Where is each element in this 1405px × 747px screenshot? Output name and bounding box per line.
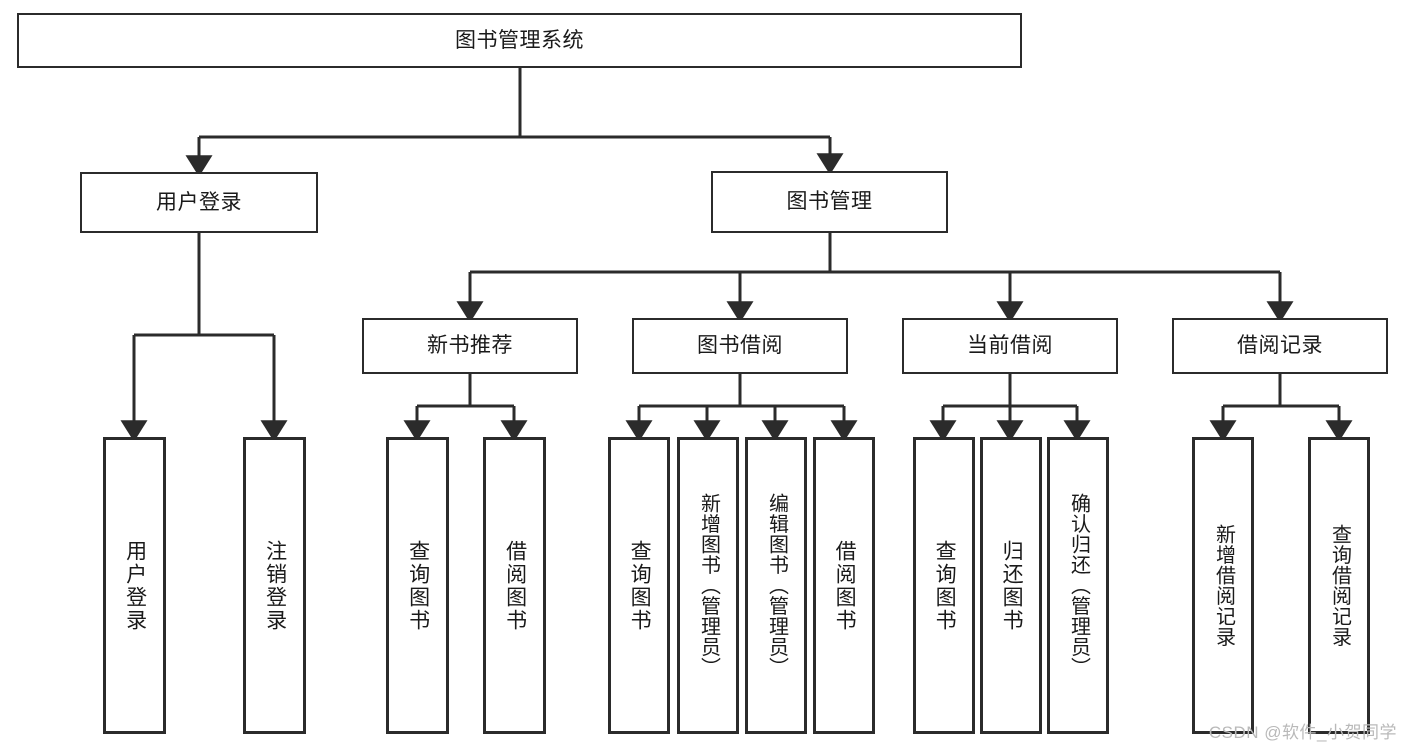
node-new-book-recommend-label: 新书推荐 <box>427 334 513 358</box>
node-root-label: 图书管理系统 <box>455 28 584 52</box>
node-book-manage-label: 图书管理 <box>786 190 873 214</box>
node-leaf-confirm-return-label: 确认归还（管理员） <box>1067 493 1090 678</box>
node-book-borrow[interactable]: 图书借阅 <box>632 318 848 374</box>
node-user-login-label: 用户登录 <box>156 190 242 214</box>
node-leaf-add-book-label: 新增图书（管理员） <box>697 493 720 678</box>
node-leaf-query-record-label: 查询借阅记录 <box>1328 524 1351 647</box>
node-leaf-borrow-book-1-label: 借阅图书 <box>503 539 527 632</box>
node-leaf-edit-book-label: 编辑图书（管理员） <box>765 493 788 678</box>
node-leaf-query-book-1[interactable]: 查询图书 <box>386 437 449 734</box>
node-leaf-borrow-book-2-label: 借阅图书 <box>833 539 857 632</box>
node-leaf-query-record[interactable]: 查询借阅记录 <box>1308 437 1370 734</box>
node-leaf-edit-book[interactable]: 编辑图书（管理员） <box>745 437 807 734</box>
csdn-watermark: CSDN @软件_小贺同学 <box>1208 723 1397 742</box>
node-leaf-query-book-3-label: 查询图书 <box>933 539 957 632</box>
node-new-book-recommend[interactable]: 新书推荐 <box>362 318 578 374</box>
node-borrow-record-label: 借阅记录 <box>1237 334 1323 358</box>
node-user-login[interactable]: 用户登录 <box>80 172 318 233</box>
node-leaf-confirm-return[interactable]: 确认归还（管理员） <box>1047 437 1109 734</box>
node-leaf-return-book[interactable]: 归还图书 <box>980 437 1042 734</box>
node-leaf-add-record-label: 新增借阅记录 <box>1212 524 1235 647</box>
node-current-borrow[interactable]: 当前借阅 <box>902 318 1118 374</box>
node-leaf-add-record[interactable]: 新增借阅记录 <box>1192 437 1254 734</box>
node-leaf-query-book-1-label: 查询图书 <box>406 539 430 632</box>
node-leaf-user-login-label: 用户登录 <box>123 539 147 632</box>
node-leaf-query-book-2-label: 查询图书 <box>628 539 652 632</box>
node-leaf-return-book-label: 归还图书 <box>1000 539 1024 632</box>
node-book-manage[interactable]: 图书管理 <box>711 171 948 233</box>
node-current-borrow-label: 当前借阅 <box>967 334 1053 358</box>
node-leaf-borrow-book-2[interactable]: 借阅图书 <box>813 437 875 734</box>
node-root[interactable]: 图书管理系统 <box>17 13 1022 68</box>
node-leaf-query-book-2[interactable]: 查询图书 <box>608 437 670 734</box>
node-leaf-logout-label: 注销登录 <box>263 539 287 632</box>
node-leaf-add-book[interactable]: 新增图书（管理员） <box>677 437 739 734</box>
node-leaf-logout[interactable]: 注销登录 <box>243 437 306 734</box>
node-leaf-user-login[interactable]: 用户登录 <box>103 437 166 734</box>
node-leaf-query-book-3[interactable]: 查询图书 <box>913 437 975 734</box>
node-book-borrow-label: 图书借阅 <box>697 334 783 358</box>
node-borrow-record[interactable]: 借阅记录 <box>1172 318 1388 374</box>
node-leaf-borrow-book-1[interactable]: 借阅图书 <box>483 437 546 734</box>
